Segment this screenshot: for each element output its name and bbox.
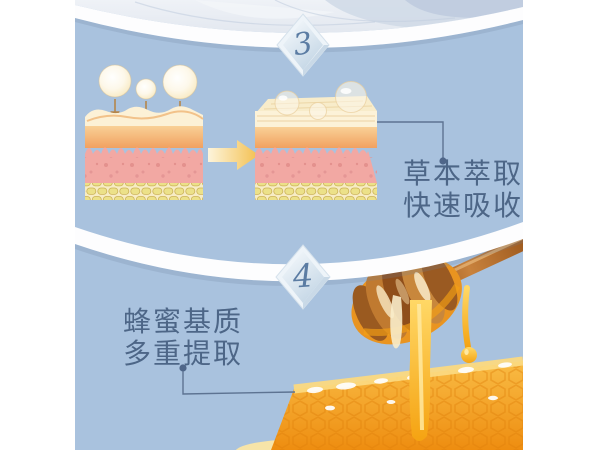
infographic-artwork (75, 0, 523, 450)
caption-line: 快速吸收 (402, 189, 523, 222)
caption-line: 蜂蜜基质 (122, 305, 243, 338)
ribbon-divider-middle (75, 222, 523, 287)
content-panel: 3 4 草本萃取 快速吸收 蜂蜜基质 多重提取 (75, 0, 523, 450)
skin-diagram-after (255, 81, 377, 200)
caption-line: 多重提取 (122, 337, 243, 370)
diamond-badge-3 (276, 13, 330, 77)
caption-honey-base: 蜂蜜基质 多重提取 (103, 306, 263, 370)
diamond-badge-4 (275, 244, 331, 310)
connector-line-honey (179, 364, 296, 395)
connector-line-herb (377, 121, 447, 165)
caption-herbal-extract: 草本萃取 快速吸收 (381, 158, 523, 222)
absorption-arrow-icon (208, 140, 259, 170)
honey-drips (390, 285, 477, 363)
caption-line: 草本萃取 (402, 157, 523, 190)
honeycomb-illustration (271, 300, 523, 450)
skin-diagram-before (85, 64, 204, 200)
ribbon-divider-top (75, 5, 523, 53)
